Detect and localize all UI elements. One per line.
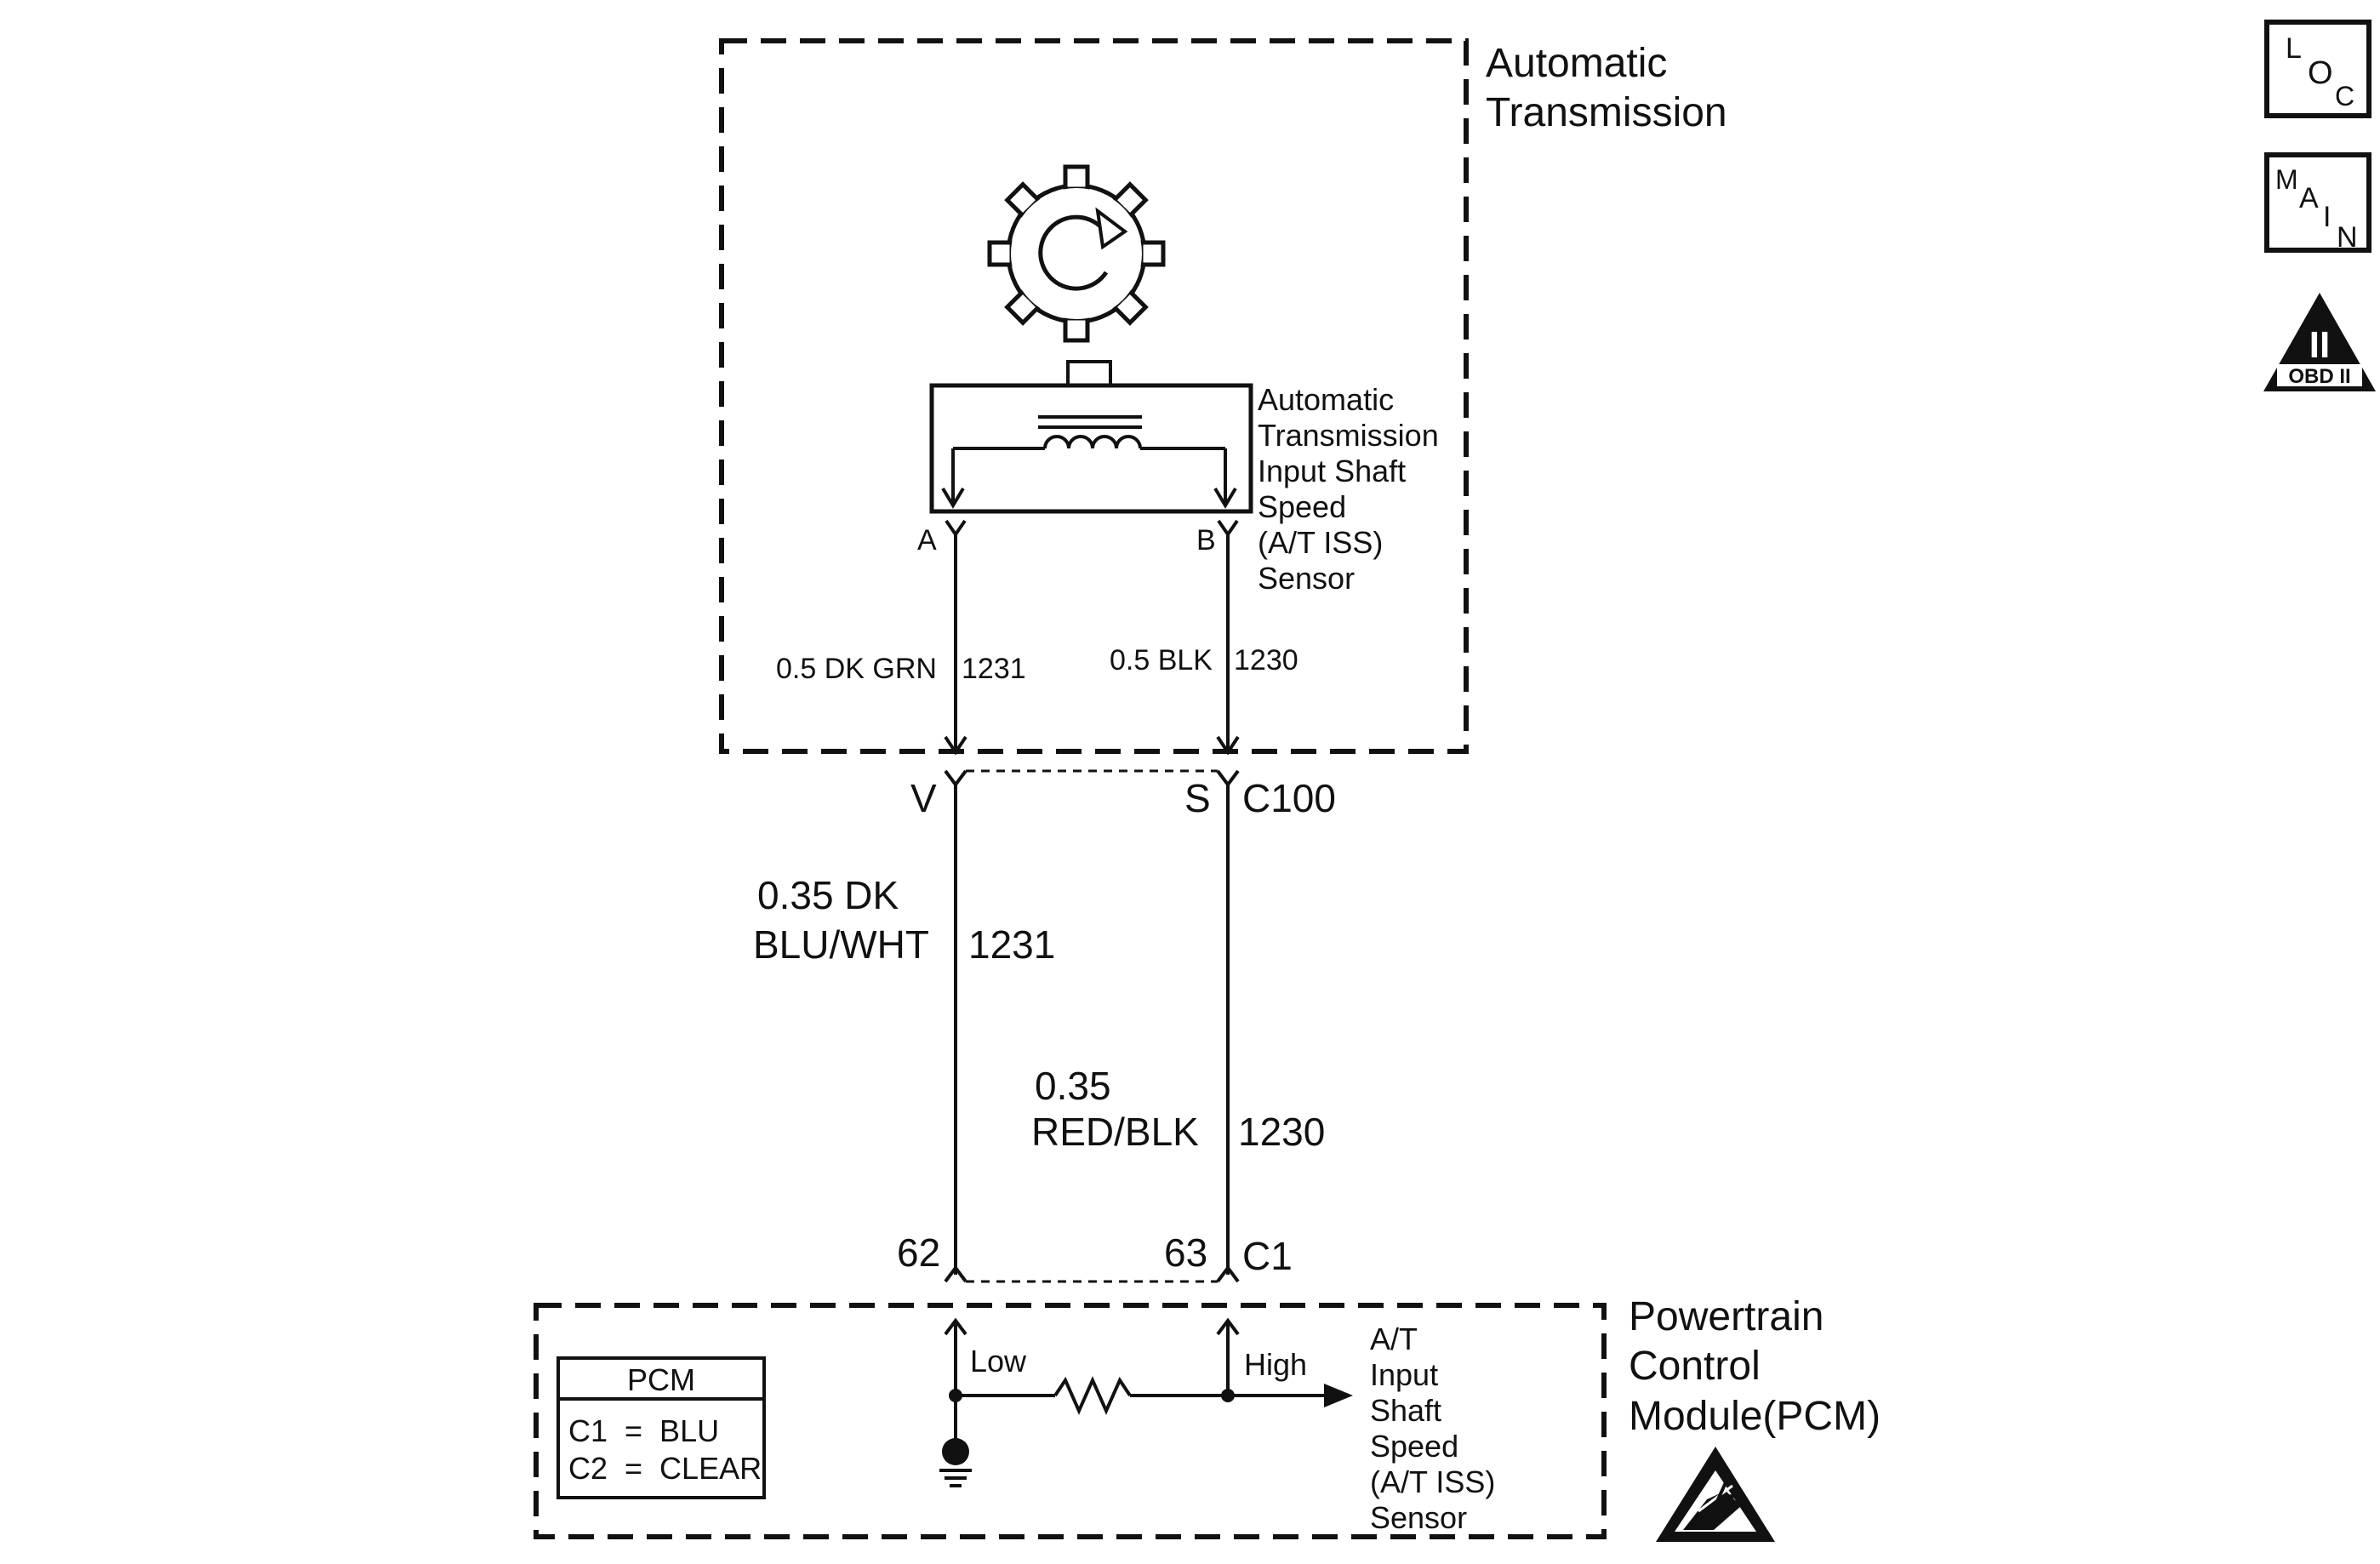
c100-pin-s: S	[1184, 776, 1211, 820]
esd-warning-icon	[1656, 1447, 1775, 1542]
sensor-label-1: Automatic	[1258, 382, 1394, 417]
sensor-label-3: Input Shaft	[1258, 454, 1406, 488]
wire-1231-lower-color-1: 0.35 DK	[757, 873, 899, 917]
wire-1231-upper-circuit: 1231	[962, 653, 1026, 685]
wire-1230-upper-circuit: 1230	[1234, 644, 1298, 676]
c1-pin-62: 62	[897, 1230, 940, 1275]
legend-row-2: C2 = CLEAR	[568, 1451, 762, 1486]
gear-tooth	[1063, 316, 1090, 343]
pcm-label-2: Control	[1629, 1344, 1761, 1389]
sensor-label-2: Transmission	[1258, 418, 1439, 453]
pcm-signal-label-5: (A/T ISS)	[1370, 1464, 1495, 1499]
signal-arrow-icon	[1324, 1384, 1353, 1407]
reluctor-wheel-icon	[987, 164, 1166, 343]
automatic-transmission-boundary	[719, 38, 1469, 754]
pcm-label-1: Powertrain	[1629, 1294, 1824, 1339]
loc-letter-3: C	[2335, 81, 2354, 111]
pcm-connector-legend	[556, 1356, 766, 1499]
gear-tooth	[1139, 240, 1166, 267]
c1-pin-63: 63	[1164, 1230, 1207, 1275]
legend-row-1: C1 = BLU	[568, 1413, 719, 1448]
sensor-label-6: Sensor	[1258, 561, 1355, 596]
gear-tooth	[987, 240, 1014, 267]
pcm-signal-label-2: Input	[1370, 1357, 1438, 1392]
resistor-icon	[1053, 1376, 1132, 1415]
pcm-label-3: Module(PCM)	[1629, 1394, 1881, 1439]
ground-icon	[939, 1469, 972, 1487]
pcm-high-label: High	[1244, 1347, 1307, 1382]
wire-1231-lower-circuit: 1231	[968, 922, 1055, 967]
sensor-label-4: Speed	[1258, 489, 1346, 524]
wire-1230-lower-color-2: RED/BLK	[1031, 1110, 1199, 1154]
c100-name: C100	[1242, 776, 1336, 820]
gear-tooth	[1063, 164, 1090, 191]
pcm-low-label: Low	[970, 1344, 1027, 1378]
ground-node	[942, 1438, 969, 1465]
pcm-signal-label-4: Speed	[1370, 1429, 1458, 1464]
iss-sensor-body	[929, 360, 1253, 514]
sensor-label-5: (A/T ISS)	[1258, 525, 1383, 560]
main-nav-button[interactable]: M A I N	[2264, 152, 2371, 254]
automatic-transmission-label-2: Transmission	[1486, 90, 1727, 135]
c100-pin-v: V	[910, 776, 937, 820]
legend-title: PCM	[627, 1362, 695, 1397]
pcm-signal-label-6: Sensor	[1370, 1500, 1467, 1535]
main-letter-1: M	[2275, 164, 2298, 195]
wire-1230-lower-color-1: 0.35	[1035, 1064, 1111, 1108]
automatic-transmission-label-1: Automatic	[1486, 41, 1667, 86]
obd-ii-nav-button[interactable]: II OBD II	[2263, 293, 2376, 391]
main-letter-2: A	[2299, 182, 2319, 214]
loc-letter-2: O	[2308, 55, 2333, 91]
obd-label: OBD II	[2288, 365, 2350, 388]
pcm-boundary	[534, 1303, 1607, 1539]
pcm-signal-label-3: Shaft	[1370, 1393, 1441, 1428]
wire-1231-lower-color-2: BLU/WHT	[753, 922, 929, 967]
c1-name: C1	[1242, 1234, 1293, 1278]
wire-1230-lower-circuit: 1230	[1238, 1110, 1325, 1154]
obd-numeral: II	[2309, 324, 2330, 366]
connector-c1	[944, 1264, 1240, 1283]
pcm-input-circuit	[939, 1317, 1353, 1487]
loc-letter-1: L	[2286, 32, 2302, 65]
coil-icon	[1043, 435, 1142, 449]
sensor-pin-a-connector	[945, 519, 967, 538]
sensor-pin-b-connector	[1217, 519, 1239, 538]
wire-1230-upper-color: 0.5 BLK	[1110, 644, 1213, 676]
main-letter-4: N	[2337, 221, 2358, 254]
pcm-signal-label-1: A/T	[1370, 1321, 1418, 1356]
loc-nav-button[interactable]: L O C	[2264, 20, 2371, 118]
sensor-pin-b: B	[1196, 524, 1216, 557]
sensor-pin-a: A	[917, 524, 937, 557]
main-letter-3: I	[2323, 201, 2331, 233]
wire-1231-upper-color: 0.5 DK GRN	[776, 653, 937, 685]
